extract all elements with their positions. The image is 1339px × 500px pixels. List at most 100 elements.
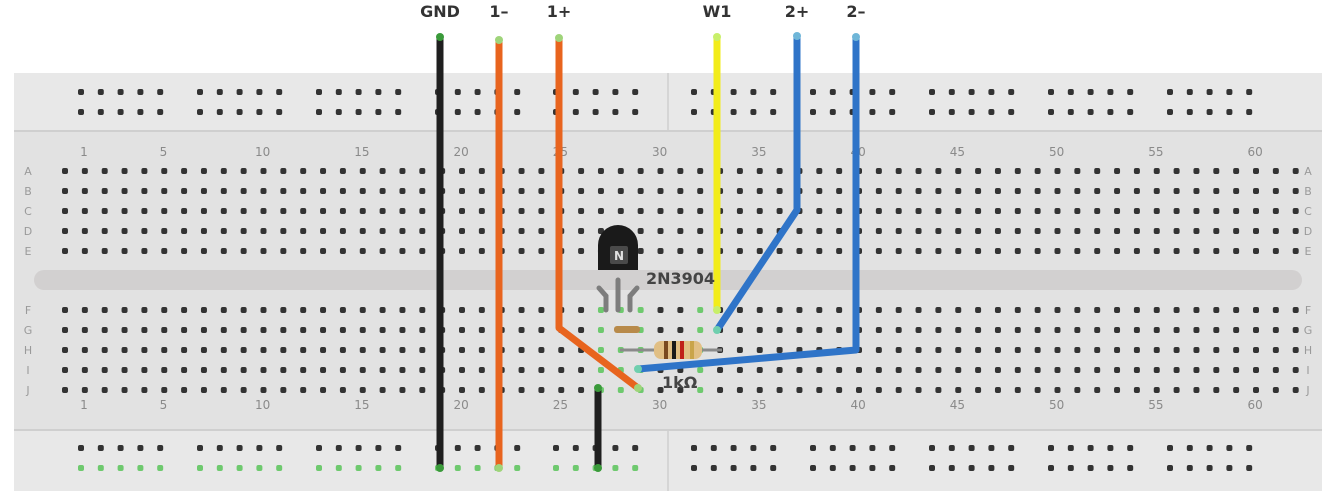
breadboard-hole — [657, 168, 664, 174]
breadboard-hole — [518, 367, 525, 373]
wire-end-cap — [634, 384, 642, 392]
breadboard-hole — [141, 307, 148, 313]
breadboard-hole — [1193, 168, 1200, 174]
breadboard-hole — [558, 387, 565, 393]
breadboard-hole — [62, 327, 68, 333]
breadboard-hole — [81, 188, 88, 194]
breadboard-hole — [117, 465, 124, 471]
breadboard-hole — [836, 387, 843, 393]
breadboard-hole — [796, 248, 803, 254]
breadboard-hole — [948, 465, 955, 471]
breadboard-hole — [1292, 188, 1299, 194]
breadboard-hole — [300, 367, 307, 373]
breadboard-hole — [1014, 208, 1021, 214]
breadboard-hole — [121, 208, 128, 214]
breadboard-hole — [975, 347, 982, 353]
breadboard-hole — [1074, 347, 1081, 353]
column-number: 5 — [160, 398, 168, 412]
breadboard-hole — [572, 109, 579, 115]
breadboard-hole — [677, 248, 684, 254]
breadboard-hole — [538, 387, 545, 393]
breadboard-hole — [359, 347, 366, 353]
breadboard-hole — [300, 387, 307, 393]
breadboard-hole — [200, 208, 207, 214]
breadboard-hole — [1173, 168, 1180, 174]
resistor-body — [654, 341, 702, 359]
breadboard-hole — [157, 465, 164, 471]
breadboard-hole — [810, 445, 816, 451]
breadboard-hole — [121, 347, 128, 353]
breadboard-hole — [736, 208, 743, 214]
breadboard-hole — [612, 89, 619, 95]
breadboard-hole — [220, 387, 227, 393]
breadboard-hole — [994, 367, 1001, 373]
breadboard-hole — [62, 307, 68, 313]
breadboard-hole — [632, 445, 639, 451]
breadboard-hole — [101, 188, 108, 194]
resistor-icon[interactable] — [620, 341, 722, 359]
breadboard-hole — [200, 228, 207, 234]
breadboard-hole — [1272, 208, 1279, 214]
breadboard-hole — [1173, 307, 1180, 313]
one-plus-wire[interactable] — [555, 34, 642, 392]
row-letter: I — [26, 364, 29, 377]
breadboard-hole — [1048, 465, 1054, 471]
breadboard-hole — [578, 387, 585, 393]
breadboard-hole — [300, 168, 307, 174]
breadboard-hole — [592, 89, 599, 95]
breadboard-hole — [657, 327, 664, 333]
breadboard-hole — [1133, 367, 1140, 373]
breadboard-hole — [915, 228, 922, 234]
breadboard-hole — [62, 228, 68, 234]
breadboard-hole — [637, 188, 644, 194]
breadboard-hole — [869, 465, 876, 471]
column-number: 35 — [751, 398, 766, 412]
row-letter: F — [1305, 304, 1311, 317]
breadboard-hole — [895, 387, 902, 393]
breadboard-hole — [875, 188, 882, 194]
breadboard-hole — [994, 248, 1001, 254]
breadboard-hole — [935, 208, 942, 214]
breadboard-hole — [1253, 307, 1259, 313]
breadboard-hole — [181, 228, 188, 234]
breadboard-hole — [849, 445, 856, 451]
breadboard-hole — [1074, 228, 1081, 234]
breadboard-hole — [359, 208, 366, 214]
breadboard-hole — [955, 188, 962, 194]
breadboard-hole — [316, 465, 322, 471]
breadboard-hole — [1253, 387, 1259, 393]
breadboard-hole — [1087, 465, 1094, 471]
breadboard-hole — [256, 89, 263, 95]
npn-transistor-icon[interactable]: N — [596, 225, 640, 313]
breadboard-hole — [895, 248, 902, 254]
breadboard-hole — [1246, 465, 1253, 471]
breadboard-hole — [1272, 168, 1279, 174]
breadboard-hole — [612, 445, 619, 451]
breadboard-hole — [359, 367, 366, 373]
breadboard-hole — [836, 168, 843, 174]
breadboard-hole — [657, 228, 664, 234]
breadboard-hole — [260, 188, 267, 194]
breadboard-hole — [829, 445, 836, 451]
breadboard-hole — [121, 248, 128, 254]
breadboard-hole — [220, 168, 227, 174]
two-plus-wire[interactable] — [713, 32, 801, 334]
breadboard-hole — [137, 109, 144, 115]
two-minus-wire[interactable] — [634, 33, 860, 373]
breadboard-hole — [240, 327, 247, 333]
breadboard-hole — [121, 188, 128, 194]
breadboard-hole — [161, 188, 168, 194]
breadboard-hole — [1054, 188, 1061, 194]
breadboard-hole — [200, 347, 207, 353]
breadboard-hole — [339, 347, 346, 353]
breadboard-hole — [1114, 228, 1121, 234]
breadboard-hole — [280, 168, 287, 174]
breadboard-hole — [181, 327, 188, 333]
column-number: 30 — [652, 398, 667, 412]
breadboard-hole — [1107, 445, 1114, 451]
breadboard-hole — [578, 327, 585, 333]
column-number: 50 — [1049, 398, 1064, 412]
breadboard-hole — [1054, 327, 1061, 333]
breadboard-hole — [756, 208, 763, 214]
column-number: 10 — [255, 145, 270, 159]
